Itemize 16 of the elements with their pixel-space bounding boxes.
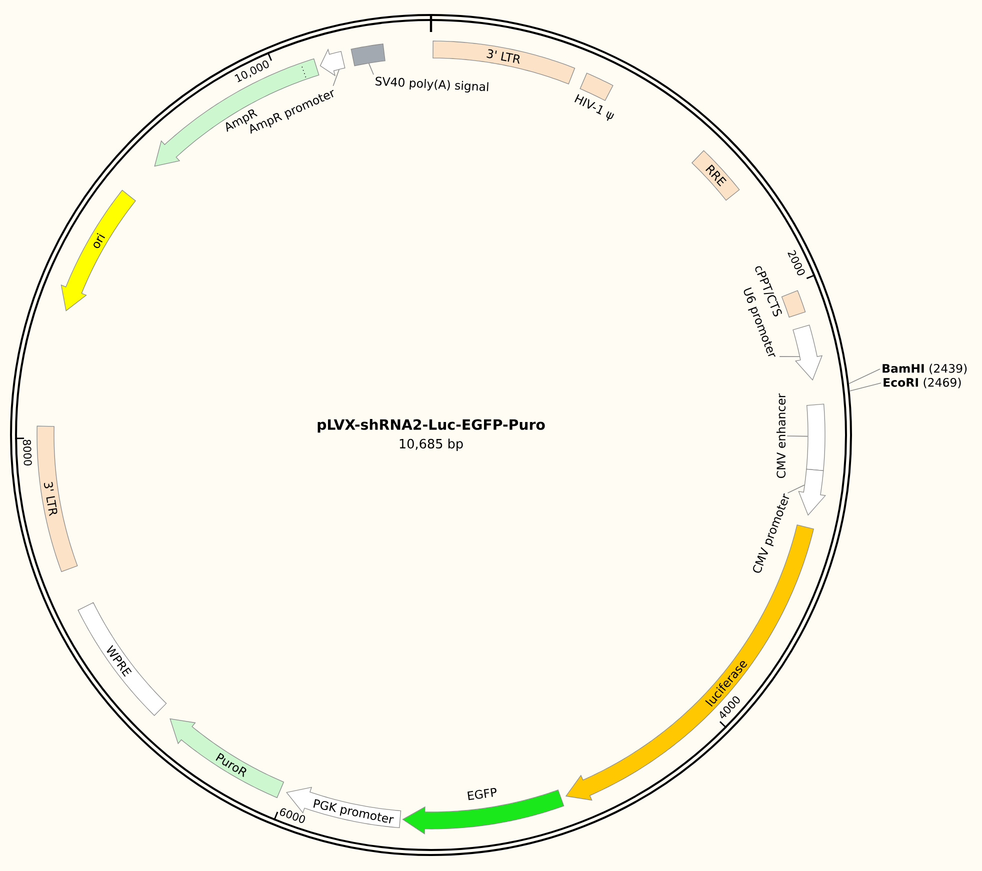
leader-line [786,436,808,437]
feature-label: CMV enhancer [776,393,786,478]
leader-line [779,356,800,357]
site-label: BamHI (2439) [882,364,967,374]
feature-box [350,44,386,66]
leader-line [849,382,882,392]
leader-line [848,368,880,384]
feature-label: EGFP [468,788,496,800]
leader-line [787,484,805,494]
site-label: EcoRI (2469) [884,378,961,388]
directional-block [792,324,823,381]
tick-label: 2000 [788,250,805,276]
directional-block [798,468,826,516]
leader-line [368,63,374,76]
leader-line [332,69,340,86]
directional-block [320,48,346,76]
